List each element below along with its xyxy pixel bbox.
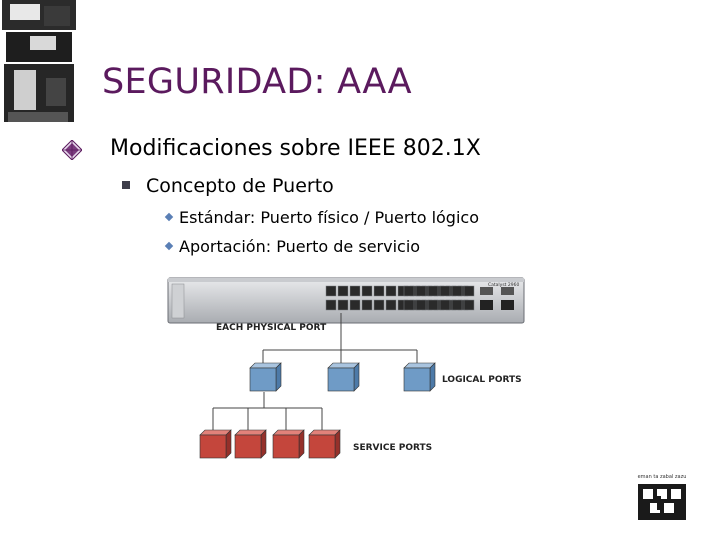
service-port-box	[199, 429, 232, 459]
switch-port	[373, 299, 385, 311]
switch-port	[463, 299, 475, 311]
sub-bullet-estandar: Estándar: Puerto físico / Puerto lógico	[164, 206, 479, 235]
physical-port-label: EACH PHYSICAL PORT	[216, 323, 327, 333]
switch-port	[337, 285, 349, 297]
switch-port-group-left	[325, 285, 469, 311]
service-port-group	[199, 429, 341, 459]
sub-bullet-text: Aportación: Puerto de servicio	[179, 237, 421, 256]
logo-tagline: eman ta zabal zazu	[637, 474, 687, 480]
switch-port	[373, 285, 385, 297]
ehu-logo-icon	[638, 484, 686, 520]
tree-connectors	[212, 313, 418, 431]
switch-port	[451, 299, 463, 311]
university-logo-icon	[2, 0, 76, 122]
service-port-box	[308, 429, 341, 459]
switch-port	[385, 299, 397, 311]
switch-port	[463, 285, 475, 297]
slide-title: SEGURIDAD: AAA	[102, 62, 412, 102]
switch-port	[361, 299, 373, 311]
switch-port	[415, 299, 427, 311]
switch-port	[439, 299, 451, 311]
switch-icon: Catalyst 2960	[167, 277, 525, 324]
switch-port-group-right	[403, 285, 475, 311]
small-diamond-bullet-icon	[164, 212, 174, 222]
switch-model-label: Catalyst 2960	[488, 282, 519, 288]
switch-port	[451, 285, 463, 297]
switch-port	[361, 285, 373, 297]
bullet-modificaciones: Modificaciones sobre IEEE 802.1X	[110, 136, 481, 161]
logical-port-box	[249, 362, 282, 392]
small-diamond-bullet-icon	[164, 241, 174, 251]
switch-port	[439, 285, 451, 297]
switch-port	[403, 299, 415, 311]
service-port-box	[234, 429, 267, 459]
switch-port	[427, 285, 439, 297]
square-bullet-icon	[122, 181, 130, 189]
ehu-logo: eman ta zabal zazu	[634, 474, 690, 522]
switch-port	[325, 299, 337, 311]
logical-port-group	[249, 362, 436, 392]
logical-port-box	[327, 362, 360, 392]
diamond-bullet-icon	[62, 140, 82, 160]
sub-bullet-list: Estándar: Puerto físico / Puerto lógico …	[164, 206, 479, 264]
sub-bullet-text: Estándar: Puerto físico / Puerto lógico	[179, 208, 479, 227]
switch-port	[349, 299, 361, 311]
switch-port	[427, 299, 439, 311]
switch-port	[403, 285, 415, 297]
service-ports-label: SERVICE PORTS	[353, 443, 432, 453]
switch-port	[349, 285, 361, 297]
service-port-box	[272, 429, 305, 459]
switch-port	[385, 285, 397, 297]
switch-port	[337, 299, 349, 311]
switch-port	[415, 285, 427, 297]
logical-ports-label: LOGICAL PORTS	[442, 375, 522, 385]
logical-port-box	[403, 362, 436, 392]
bullet-concepto-de-puerto: Concepto de Puerto	[146, 175, 334, 197]
switch-port	[325, 285, 337, 297]
port-diagram: Catalyst 2960 EACH PHYSICAL PORT LOGICAL…	[167, 277, 525, 459]
sub-bullet-aportacion: Aportación: Puerto de servicio	[164, 235, 479, 264]
